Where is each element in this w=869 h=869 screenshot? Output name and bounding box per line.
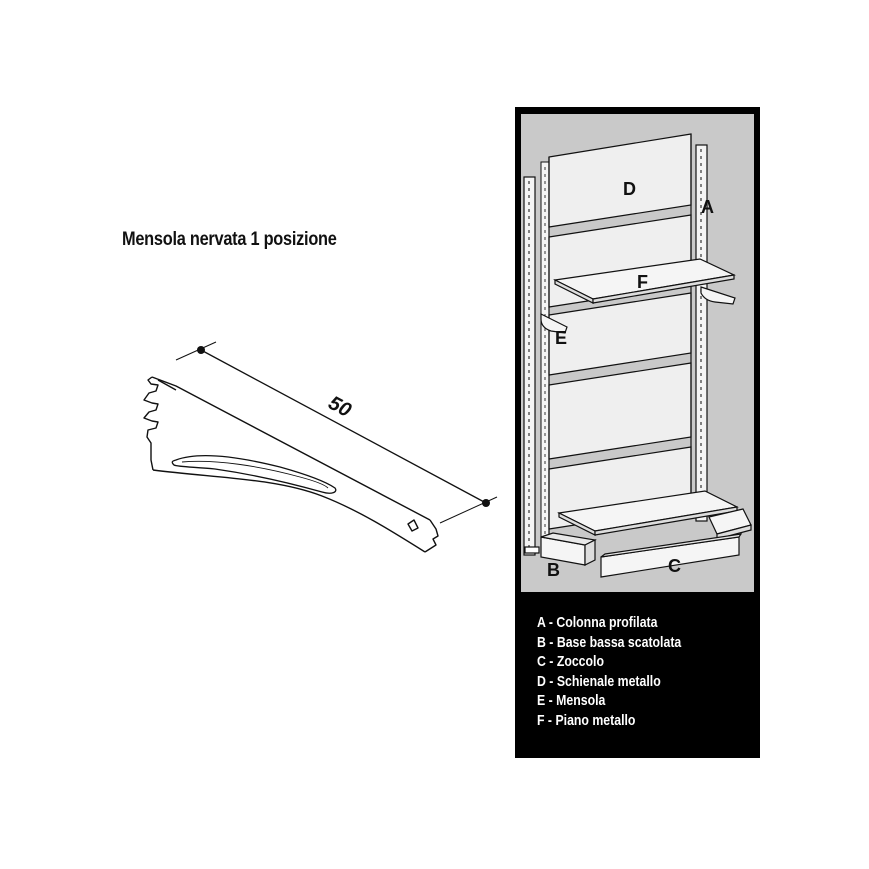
legend-item-e: E - Mensola bbox=[537, 692, 606, 710]
legend-item-f: F - Piano metallo bbox=[537, 711, 636, 729]
bracket-rib-slot bbox=[171, 454, 337, 494]
callout-d: D bbox=[623, 179, 636, 199]
dimension-label: 50 bbox=[325, 392, 355, 422]
shelf-upper bbox=[553, 258, 736, 304]
dimension-line bbox=[200, 349, 487, 504]
bracket-drawing: 50 bbox=[143, 341, 498, 553]
dimension-dot-left bbox=[197, 346, 205, 354]
callout-c: C bbox=[668, 556, 681, 576]
bracket-right bbox=[700, 286, 736, 305]
column-right bbox=[695, 144, 708, 522]
legend-item-a: A - Colonna profilata bbox=[537, 614, 658, 631]
bracket-outline bbox=[143, 376, 439, 553]
panel-frame bbox=[548, 134, 692, 537]
dimension-extension-left bbox=[175, 341, 217, 361]
dimension-dot-right bbox=[482, 499, 490, 507]
back-panels bbox=[548, 133, 692, 530]
legend-item-d: D - Schienale metallo bbox=[537, 672, 661, 690]
callout-b: B bbox=[547, 560, 560, 580]
legend-item-b: B - Base bassa scatolata bbox=[537, 633, 682, 651]
product-title: Mensola nervata 1 posizione bbox=[122, 229, 337, 250]
bracket-rib-inner bbox=[181, 460, 329, 489]
shelving-panel: D A F E B C A - Colonna profilata B - Ba… bbox=[515, 107, 760, 758]
shelving-illustration: D A F E B C bbox=[521, 114, 754, 592]
base-right bbox=[708, 508, 752, 540]
legend: A - Colonna profilata B - Base bassa sca… bbox=[537, 613, 681, 731]
base-b bbox=[524, 532, 597, 566]
shelf-lower bbox=[557, 490, 739, 536]
callout-e: E bbox=[555, 328, 567, 348]
legend-item-c: C - Zoccolo bbox=[537, 653, 604, 671]
plinth-c bbox=[600, 533, 743, 578]
callout-a: A bbox=[701, 197, 714, 217]
bracket-e bbox=[540, 313, 568, 334]
callout-f: F bbox=[637, 272, 648, 292]
